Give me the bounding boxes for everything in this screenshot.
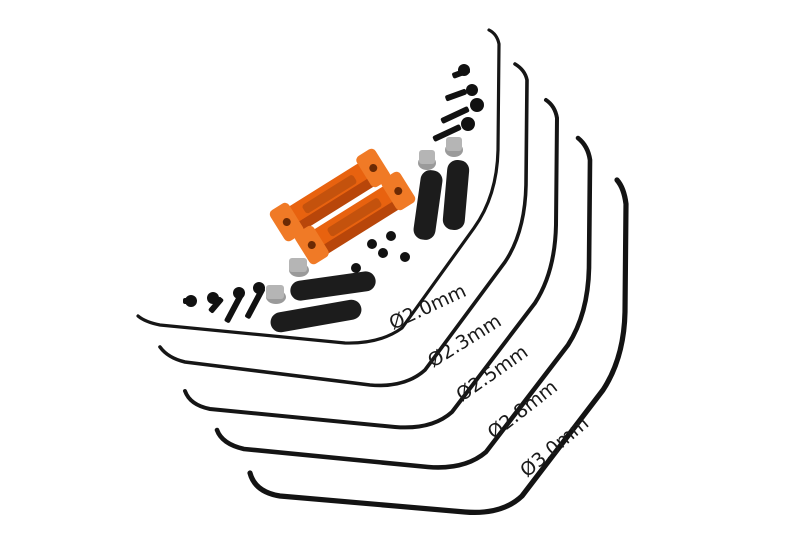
bar-mount-upper (269, 148, 391, 242)
link-arm-4 (266, 285, 362, 333)
sway-bar-2-0mm (136, 28, 501, 345)
link-arm-3 (289, 258, 376, 301)
sway-bar-3-0mm (247, 177, 629, 516)
screw-group-top (432, 64, 484, 142)
bar-label-2-8mm: Ø2.8mm (484, 376, 562, 444)
screw-group-left (183, 282, 265, 323)
sway-bar-2-5mm (183, 98, 559, 430)
sway-bar-2-8mm (214, 135, 593, 470)
bar-mount-lower (294, 171, 416, 265)
sway-bars (136, 28, 629, 516)
nut-group-middle (351, 231, 410, 273)
sway-bar-2-3mm (158, 62, 529, 388)
size-labels: Ø2.0mm Ø2.3mm Ø2.5mm Ø2.8mm Ø3.0mm (386, 280, 593, 482)
bar-label-3-0mm: Ø3.0mm (516, 412, 593, 482)
link-arm-1 (413, 150, 443, 240)
link-arm-2 (442, 137, 470, 230)
orange-bar-mounts (269, 148, 416, 265)
linkage-arms (266, 137, 470, 333)
screws (183, 64, 484, 323)
